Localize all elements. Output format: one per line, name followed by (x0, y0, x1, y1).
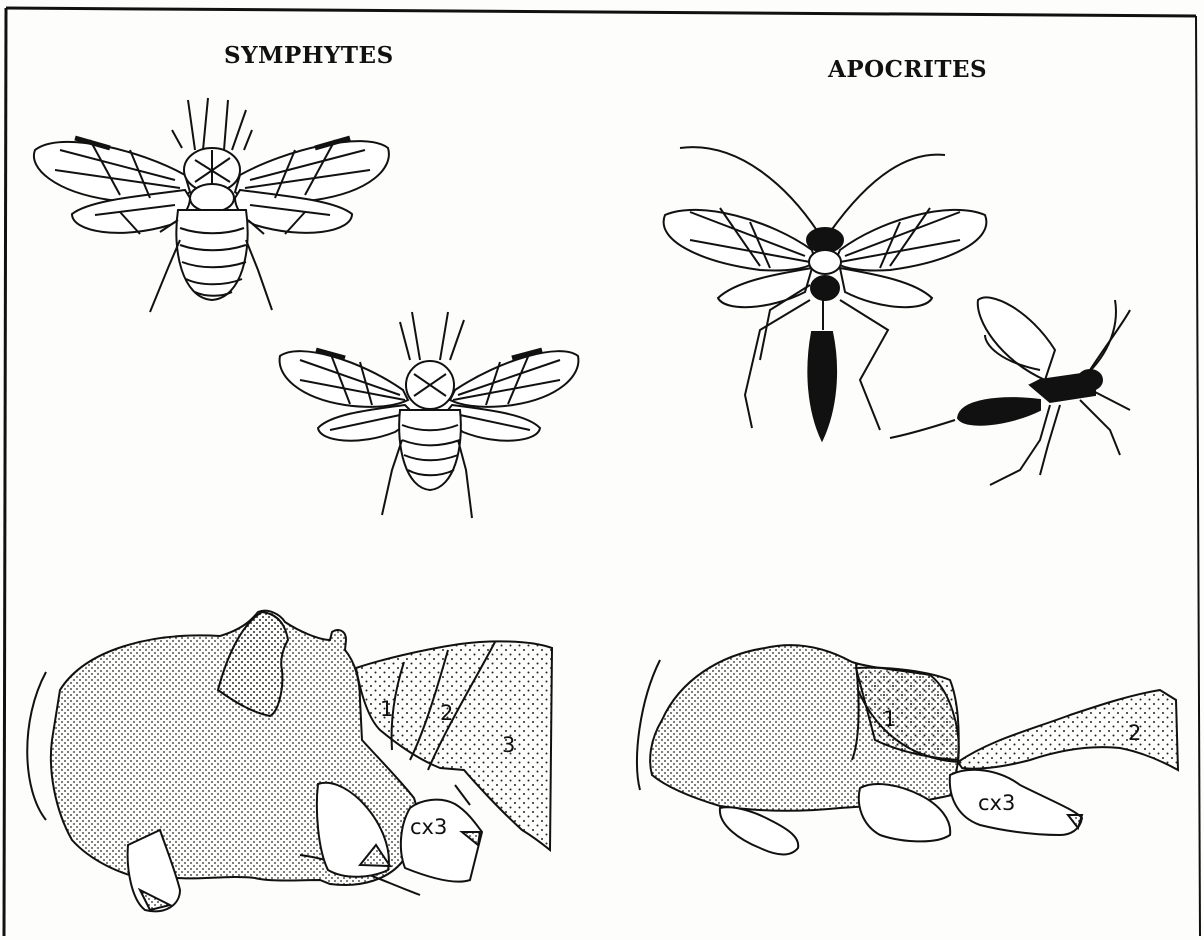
symphytes-segment-1-label: 1 (380, 697, 393, 721)
frame-left-border (4, 8, 6, 936)
wasp-side-illustration (890, 297, 1130, 485)
symphytes-segment-2-label: 2 (440, 701, 453, 725)
symphytes-segment-3-label: 3 (502, 733, 515, 757)
symphytes-side-diagram (27, 611, 552, 912)
frame-top-border (6, 8, 1196, 16)
wasp-large-illustration (664, 147, 987, 440)
apocrites-side-diagram (637, 645, 1178, 854)
apocrites-segment-2-label: 2 (1128, 721, 1141, 745)
apocrites-segment-1-label: 1 (883, 707, 896, 731)
sawfly-large-illustration (34, 98, 389, 312)
symphytes-coxa-label: cx3 (410, 815, 447, 839)
apocrites-coxa-label: cx3 (978, 791, 1015, 815)
frame-right-border (1196, 16, 1200, 936)
sawfly-small-illustration (280, 312, 579, 518)
